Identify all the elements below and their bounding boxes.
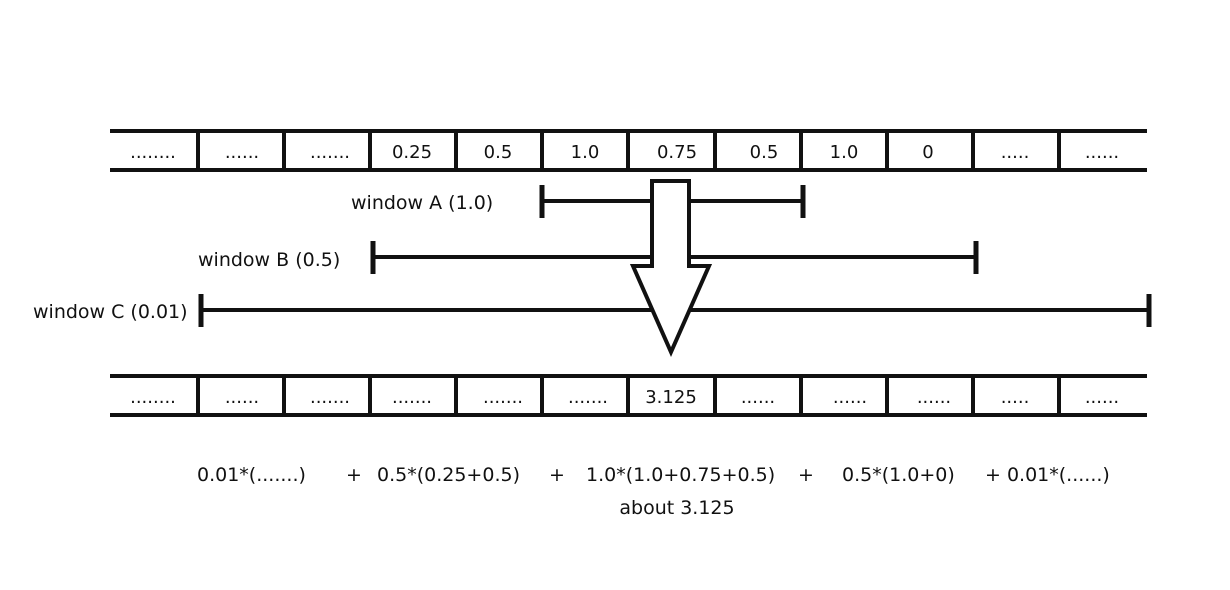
formula-term: 0.5*(1.0+0) — [842, 464, 955, 486]
bottom-cell: 3.125 — [645, 387, 697, 408]
top-cell: ....... — [310, 142, 350, 163]
formula-term: + 0.01*(......) — [985, 464, 1110, 486]
bottom-cell: ...... — [917, 387, 951, 408]
window-b: window B (0.5) — [198, 241, 979, 274]
bottom-cell: ........ — [130, 387, 176, 408]
top-cell: 0.25 — [392, 142, 432, 163]
window-c: window C (0.01) — [33, 294, 1152, 327]
bottom-cell: ...... — [1085, 387, 1119, 408]
bottom-cell: ....... — [483, 387, 523, 408]
bottom-cell: ...... — [741, 387, 775, 408]
top-cell: 1.0 — [571, 142, 600, 163]
bottom-cell: ....... — [310, 387, 350, 408]
window-b-label: window B (0.5) — [198, 249, 340, 271]
bottom-cell: ...... — [833, 387, 867, 408]
top-cell: ........ — [130, 142, 176, 163]
top-cell: 0.5 — [484, 142, 513, 163]
top-cell: 0.75 — [657, 142, 697, 163]
top-array: ........ ...... ....... 0.25 0.5 1.0 0.7… — [110, 129, 1147, 172]
bottom-cell: ..... — [1001, 387, 1030, 408]
formula-term: 0.01*(.......) — [197, 464, 306, 486]
top-cell: 0 — [922, 142, 933, 163]
top-cell: ..... — [1001, 142, 1030, 163]
formula-plus: + — [549, 464, 565, 486]
formula-plus: + — [346, 464, 362, 486]
window-c-label: window C (0.01) — [33, 301, 188, 323]
bottom-array: ........ ...... ....... ....... ....... … — [110, 374, 1147, 417]
down-arrow-icon — [629, 179, 713, 357]
top-cell: ...... — [225, 142, 259, 163]
bottom-cell: ....... — [392, 387, 432, 408]
formula-result: about 3.125 — [619, 497, 734, 519]
formula-term: 1.0*(1.0+0.75+0.5) — [586, 464, 775, 486]
top-cell: 1.0 — [830, 142, 859, 163]
window-a-label: window A (1.0) — [351, 192, 493, 214]
formula: 0.01*(.......) + 0.5*(0.25+0.5) + 1.0*(1… — [197, 464, 1110, 519]
formula-plus: + — [798, 464, 814, 486]
top-cell: ...... — [1085, 142, 1119, 163]
bottom-cell: ...... — [225, 387, 259, 408]
formula-term: 0.5*(0.25+0.5) — [377, 464, 520, 486]
top-cell: 0.5 — [750, 142, 779, 163]
bottom-cell: ....... — [568, 387, 608, 408]
window-a: window A (1.0) — [351, 185, 806, 218]
